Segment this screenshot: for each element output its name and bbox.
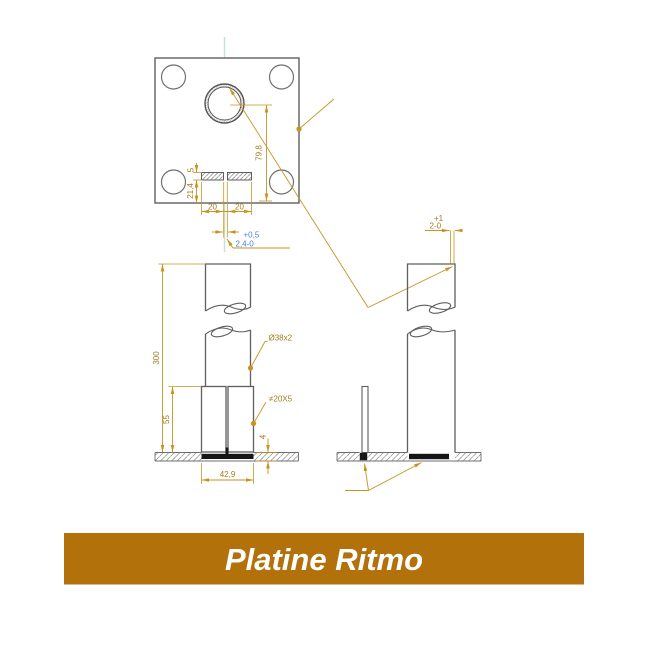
flat-bar-side bbox=[361, 385, 369, 454]
corner-hole-bottom-left bbox=[160, 169, 187, 195]
tube-section-inner bbox=[207, 86, 242, 121]
weld-bead-front bbox=[201, 453, 254, 459]
corner-hole-bottom-right bbox=[268, 169, 295, 195]
dim-plate-thickness bbox=[256, 438, 278, 474]
tube-break-line-lower-side bbox=[407, 325, 456, 338]
label-flat-bar: ≠20X5 bbox=[269, 395, 293, 404]
side-view: +1 2-0 bbox=[336, 214, 482, 491]
tube-break-line-lower-front bbox=[205, 325, 251, 338]
corner-hole-top-right bbox=[268, 64, 295, 90]
dim-plate-height bbox=[230, 104, 272, 202]
front-view: 300 55 4 42,9 Ø38x2 ≠20X5 bbox=[152, 263, 299, 484]
top-view: 79,8 5 21,4 20 20 +0,5 2,4-0 bbox=[154, 37, 453, 308]
dim-total-height-label: 300 bbox=[152, 351, 161, 365]
banner-title: Platine Ritmo bbox=[225, 542, 423, 577]
ground-side bbox=[336, 452, 482, 462]
weld-leaders bbox=[345, 462, 422, 491]
tube-break-line-upper-side bbox=[407, 302, 456, 314]
dim-bar-height-label: 55 bbox=[162, 415, 171, 424]
wall-tol-upper-label: +1 bbox=[434, 214, 444, 223]
flat-bar-right-front bbox=[227, 385, 255, 453]
tube-lower-side bbox=[406, 330, 456, 453]
tube-upper-front bbox=[204, 263, 252, 311]
tube-section-outer bbox=[204, 83, 245, 124]
tube-upper-side bbox=[406, 263, 456, 311]
weld-gap-mark-front bbox=[225, 447, 229, 454]
dim-slot-thickness-label: 5 bbox=[187, 167, 196, 172]
dim-slot-depth-label: 21,4 bbox=[186, 183, 195, 199]
flat-bar-left-front bbox=[200, 385, 227, 453]
dim-plate-height-label: 79,8 bbox=[255, 145, 264, 161]
corner-hole-top-left bbox=[160, 64, 187, 90]
dim-base-width-label: 42,9 bbox=[220, 470, 236, 479]
dim-plate-thickness-label: 4 bbox=[259, 434, 268, 439]
dim-slot-left-label: 20 bbox=[208, 203, 217, 212]
dim-slot-spacing bbox=[201, 182, 252, 238]
leader-dot-tube bbox=[247, 365, 254, 371]
tube-break-line-upper-front bbox=[205, 302, 251, 315]
dim-total-height bbox=[158, 263, 206, 453]
leader-dot-plate bbox=[296, 126, 302, 132]
leader-flat-bar bbox=[253, 401, 267, 424]
leader-dot-flat-bar bbox=[250, 420, 257, 427]
tolerance-upper-label: +0,5 bbox=[244, 231, 260, 240]
dim-slot-gap-tolerance bbox=[212, 230, 290, 249]
tube-leader bbox=[229, 87, 453, 308]
dim-base-width bbox=[201, 463, 254, 484]
dim-bar-height bbox=[168, 386, 202, 453]
leader-tube-size bbox=[250, 341, 268, 369]
tube-lower-front bbox=[204, 330, 252, 387]
dim-wall-thickness bbox=[425, 228, 463, 264]
weld-bead-bar-side bbox=[359, 452, 368, 461]
plate-leader bbox=[298, 98, 335, 130]
dim-slot-right-label: 20 bbox=[235, 203, 244, 212]
weld-bead-tube-side bbox=[409, 453, 449, 460]
wall-tol-value-label: 2-0 bbox=[430, 222, 442, 231]
title-banner: Platine Ritmo bbox=[64, 533, 584, 585]
banner-background bbox=[64, 533, 584, 585]
slot-left bbox=[201, 172, 224, 181]
slot-right bbox=[227, 172, 252, 181]
label-tube-size: Ø38x2 bbox=[269, 334, 293, 343]
tolerance-value-label: 2,4-0 bbox=[236, 240, 255, 249]
